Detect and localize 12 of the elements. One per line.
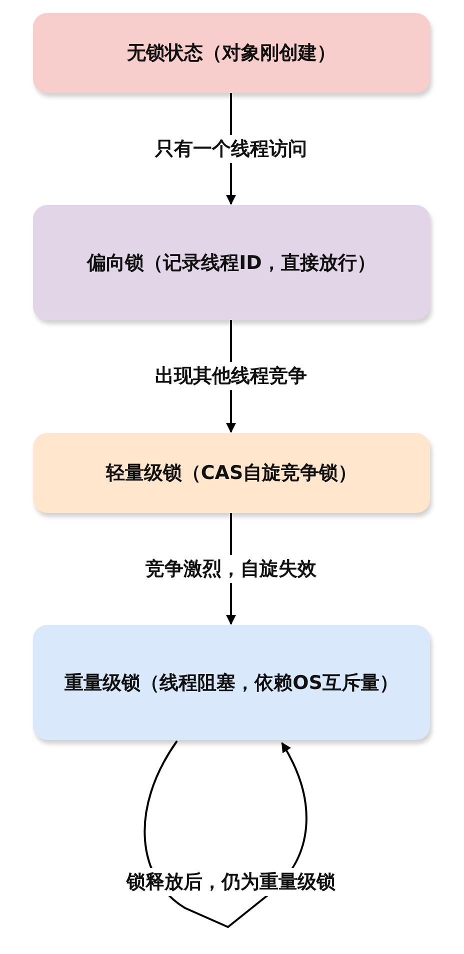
state-box — [33, 205, 430, 320]
state-text: 轻量级锁（CAS自旋竞争锁） — [106, 461, 358, 486]
state-text: 无锁状态（对象刚创建） — [127, 41, 336, 66]
state-text: 偏向锁（记录线程ID，直接放行） — [87, 250, 376, 276]
state-box — [33, 433, 430, 513]
edge-label: 锁释放后，仍为重量级锁 — [126, 868, 336, 896]
state-box — [33, 13, 430, 93]
state-box — [33, 625, 430, 740]
edge-label: 出现其他线程竞争 — [155, 362, 307, 390]
edge-label: 只有一个线程访问 — [155, 134, 307, 162]
edge-label: 竞争激烈，自旋失效 — [146, 554, 316, 582]
state-text: 重量级锁（线程阻塞，依赖OS互斥量） — [64, 670, 398, 696]
